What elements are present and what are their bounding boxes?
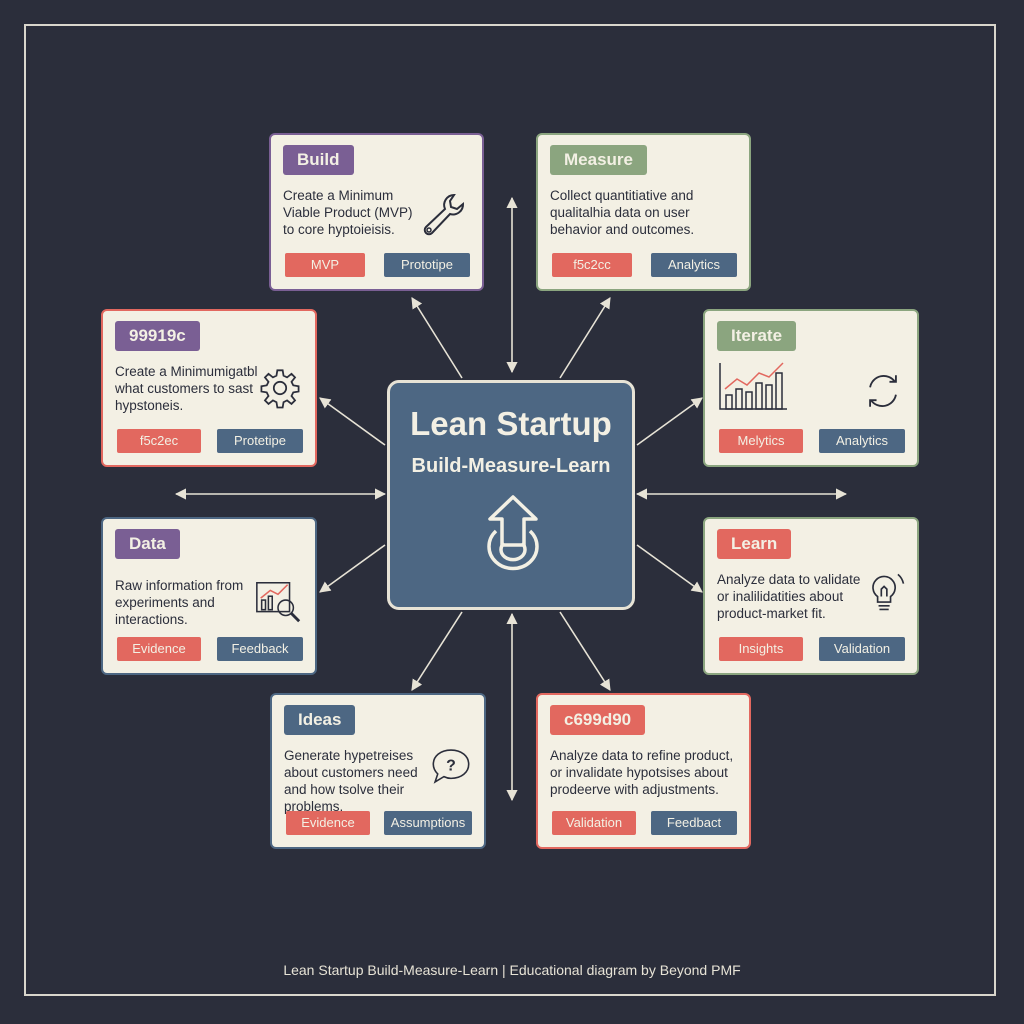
center-subtitle: Build-Measure-Learn xyxy=(411,455,611,477)
gear-icon xyxy=(260,369,300,409)
tag-mvp: MVP xyxy=(285,253,365,277)
card-learn-title: Learn xyxy=(717,529,792,559)
tag-feedback: Feedback xyxy=(217,637,303,661)
tag-assumptions: Assumptions xyxy=(384,811,472,835)
tag-f5c2cc: f5c2cc xyxy=(552,253,632,277)
footer-caption: Lean Startup Build-Measure-Learn | Educa… xyxy=(283,962,741,978)
card-ideas-desc: Generate hypetreises about customers nee… xyxy=(284,748,418,814)
card-measure-title: Measure xyxy=(550,145,647,175)
card-build: Build Create a Minimum Viable Product (M… xyxy=(269,133,484,291)
question-bubble-icon: ? xyxy=(432,749,470,784)
card-data-title: Data xyxy=(115,529,180,559)
center-hub: Lean Startup Build-Measure-Learn xyxy=(387,380,635,610)
card-data-desc: Raw information from experiments and int… xyxy=(115,578,244,627)
outer-frame xyxy=(24,24,996,996)
card-99919c-title: 99919c xyxy=(115,321,200,351)
tag-prototipe: Prototipe xyxy=(384,253,470,277)
upload-loop-icon xyxy=(487,495,539,571)
card-data: Data Raw information from experiments an… xyxy=(101,517,317,675)
card-99919c: 99919c Create a Minimumigatbl what custo… xyxy=(101,309,317,467)
card-c699d90-title: c699d90 xyxy=(550,705,646,735)
card-c699d90-desc: Analyze data to refine product, or inval… xyxy=(550,748,734,797)
tag-melytics: Melytics xyxy=(719,429,803,453)
magnify-chart-icon xyxy=(256,582,301,623)
card-measure: Measure Collect quantitiative and qualit… xyxy=(536,133,751,291)
arrow-data xyxy=(319,544,386,593)
card-c699d90: c699d90 Analyze data to refine product, … xyxy=(536,693,751,849)
bar-chart-icon xyxy=(719,362,787,410)
tag-iterate-analytics: Analytics xyxy=(819,429,905,453)
tag-ideas-evidence: Evidence xyxy=(286,811,370,835)
lightbulb-icon xyxy=(872,573,905,611)
card-99919c-desc: Create a Minimumigatbl what customers to… xyxy=(115,364,258,413)
card-ideas: Ideas Generate hypetreises about custome… xyxy=(270,693,486,849)
card-iterate: Iterate Melytics Analytics xyxy=(703,309,919,467)
tag-insights: Insights xyxy=(719,637,803,661)
tag-protetipe: Protetipe xyxy=(217,429,303,453)
tag-f5c2ec: f5c2ec xyxy=(117,429,201,453)
tag-bottom-validation: Validation xyxy=(552,811,636,835)
arrow-build xyxy=(411,297,463,379)
wrench-icon xyxy=(423,193,464,236)
arrow-iterate xyxy=(636,397,703,446)
card-learn: Learn Analyze data to validate or inalil… xyxy=(703,517,919,675)
card-build-title: Build xyxy=(283,145,354,175)
svg-text:?: ? xyxy=(446,757,456,774)
card-measure-desc: Collect quantitiative and qualitalhia da… xyxy=(550,188,695,237)
cycle-icon xyxy=(869,375,897,407)
card-build-desc: Create a Minimum Viable Product (MVP) to… xyxy=(283,188,413,237)
card-learn-desc: Analyze data to validate or inalilidatit… xyxy=(717,572,861,621)
tag-validation: Validation xyxy=(819,637,905,661)
tag-feedbact: Feedbact xyxy=(651,811,737,835)
card-iterate-title: Iterate xyxy=(717,321,797,351)
arrow-ideas xyxy=(411,611,463,691)
tag-evidence: Evidence xyxy=(117,637,201,661)
card-ideas-title: Ideas xyxy=(284,705,356,735)
arrow-left-card xyxy=(319,397,386,446)
center-title: Lean Startup xyxy=(410,405,612,442)
arrow-learn xyxy=(636,544,703,593)
tag-analytics: Analytics xyxy=(651,253,737,277)
arrow-bottom-card xyxy=(559,611,611,691)
arrow-measure xyxy=(559,297,611,379)
